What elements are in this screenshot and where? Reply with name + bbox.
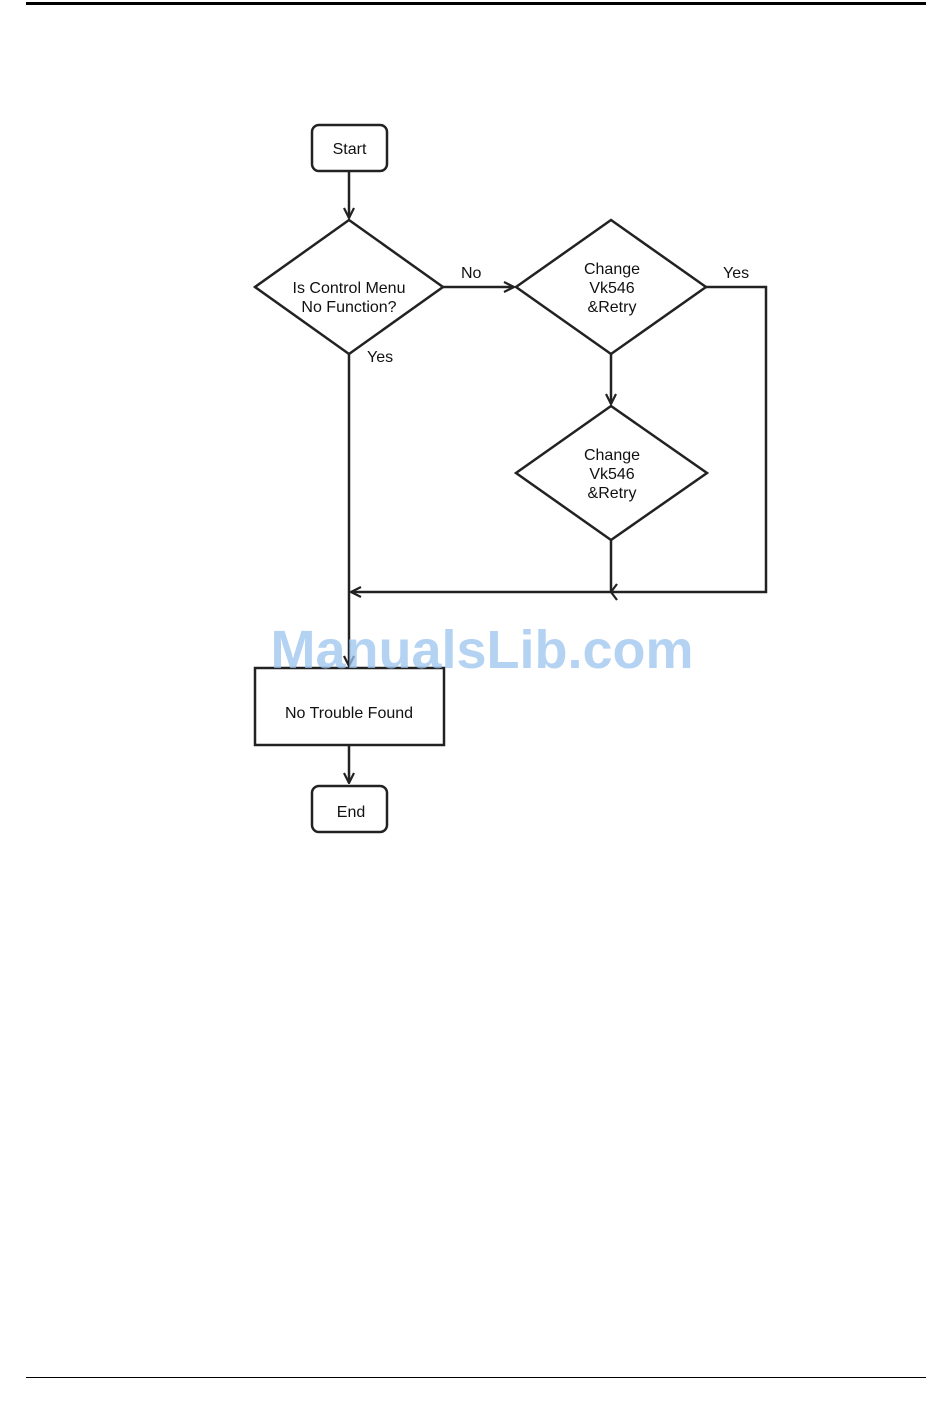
no-trouble-label: No Trouble Found (285, 705, 413, 722)
change-retry-2-label-line2: Vk546 (589, 466, 634, 483)
change-retry-2-label-line1: Change (584, 447, 640, 464)
yes-label-down: Yes (367, 349, 393, 366)
change-retry-1-label-line3: &Retry (588, 299, 637, 316)
change-retry-2-label-line3: &Retry (588, 485, 637, 502)
watermark: ManualsLib.com (270, 620, 693, 680)
change-retry-1-label-line1: Change (584, 261, 640, 278)
decision-control-menu-label-line1: Is Control Menu (293, 280, 406, 297)
decision-control-menu-label-line2: No Function? (301, 299, 396, 316)
end-label: End (337, 804, 365, 821)
no-label: No (461, 265, 482, 282)
yes-label-right: Yes (723, 265, 749, 282)
change-retry-1-label-line2: Vk546 (589, 280, 634, 297)
start-label: Start (333, 141, 367, 158)
